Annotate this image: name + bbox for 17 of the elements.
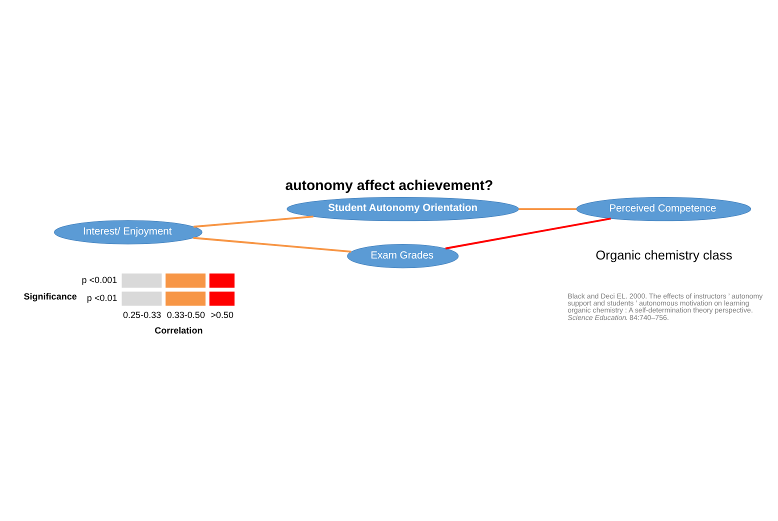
label: p <0.01 <box>86 293 118 304</box>
connector <box>193 236 352 253</box>
connector <box>445 218 611 250</box>
legend-label: 0.33-0.50 <box>166 310 205 320</box>
diagram-title: autonomy affect achievement? <box>285 178 494 194</box>
node-ellipse: Perceived Competence <box>576 196 752 222</box>
node-ellipse: Exam Grades <box>347 244 459 268</box>
label: Significance <box>24 291 77 302</box>
node-ellipse: Student Autonomy Orientation <box>286 196 520 222</box>
legend-label: >0.50 <box>210 310 234 320</box>
label: p <0.001 <box>82 274 118 285</box>
node-ellipse: Interest/ Enjoyment <box>54 220 202 244</box>
legend-label: 0.25-0.33 <box>123 310 162 320</box>
connector <box>194 216 314 228</box>
label: Organic chemistry class <box>596 247 732 262</box>
label: Correlation <box>154 326 203 336</box>
connector <box>518 208 577 210</box>
